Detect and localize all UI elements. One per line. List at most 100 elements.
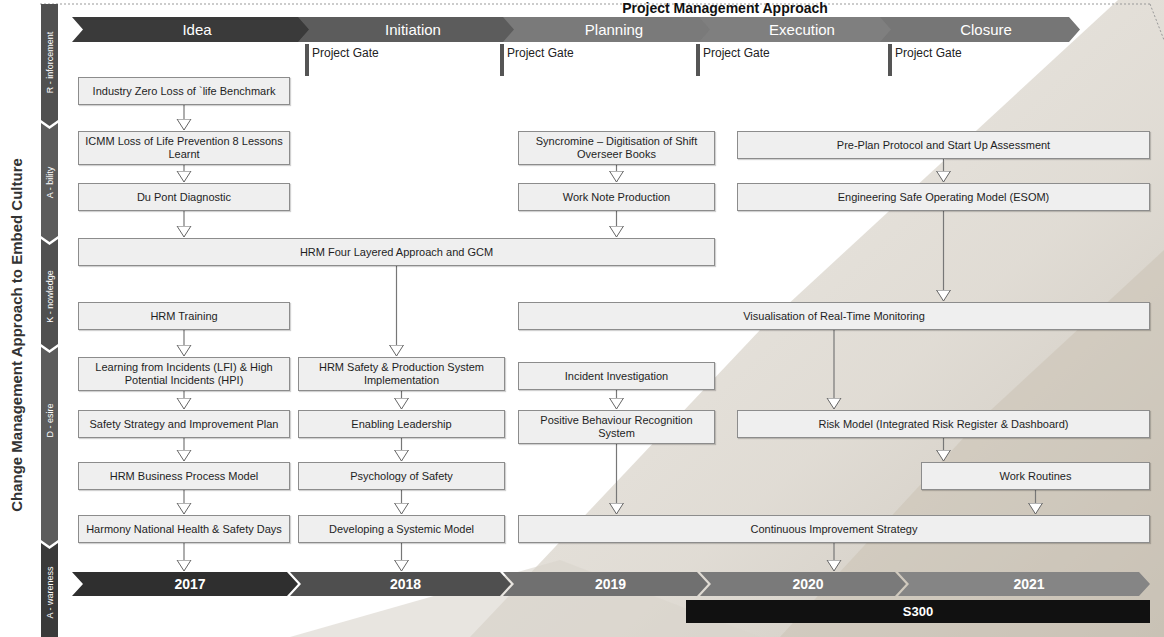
process-box: Learning from Incidents (LFI) & High Pot… xyxy=(78,357,290,391)
flow-arrow xyxy=(183,543,184,571)
node-text: Enabling Leadership xyxy=(351,418,451,431)
flow-arrow xyxy=(401,438,402,461)
flow-arrow xyxy=(401,543,402,571)
process-box: Incident Investigation xyxy=(518,362,715,390)
adkar-segment xyxy=(41,347,58,546)
gate-bar xyxy=(888,44,892,76)
node-text: 2020 xyxy=(792,576,823,592)
node-text: Execution xyxy=(769,21,835,38)
phase-chevron: Closure xyxy=(880,17,1080,42)
node-text: 2019 xyxy=(595,576,626,592)
year-chevron: 2018 xyxy=(290,572,511,596)
landscape-road xyxy=(290,560,760,637)
flow-arrow xyxy=(183,165,184,182)
adkar-label: A - bility xyxy=(44,132,55,232)
flow-arrow xyxy=(943,438,944,461)
process-box: Visualisation of Real-Time Monitoring xyxy=(518,302,1150,330)
node-text: Work Routines xyxy=(1000,470,1072,483)
node-text: 2017 xyxy=(174,576,205,592)
process-box: HRM Safety & Production System Implement… xyxy=(298,357,505,391)
gate-label: Project Gate xyxy=(312,46,379,60)
process-box: Industry Zero Loss of `life Benchmark xyxy=(78,77,290,105)
flow-arrow xyxy=(183,490,184,514)
node-text: HRM Training xyxy=(150,310,217,323)
flow-arrow xyxy=(943,159,944,182)
node-text: Closure xyxy=(960,21,1012,38)
flow-arrow xyxy=(401,490,402,514)
node-text: HRM Business Process Model xyxy=(110,470,259,483)
node-text: HRM Four Layered Approach and GCM xyxy=(300,246,493,259)
phase-chevron: Execution xyxy=(699,17,893,42)
flow-arrow xyxy=(183,330,184,356)
year-chevron: 2019 xyxy=(503,572,708,596)
node-text: Idea xyxy=(182,21,211,38)
diagram-title: Project Management Approach xyxy=(560,0,890,16)
flow-arrow xyxy=(616,390,617,409)
node-text: Incident Investigation xyxy=(565,370,668,383)
phase-chevron-fill xyxy=(699,17,893,42)
flow-arrow xyxy=(833,330,834,409)
gate-bar xyxy=(696,44,700,76)
phase-chevron-fill xyxy=(503,17,713,42)
node-text: Industry Zero Loss of `life Benchmark xyxy=(93,85,276,98)
year-chevron: 2021 xyxy=(898,572,1150,596)
axis-title: Change Management Approach to Embed Cult… xyxy=(8,75,26,595)
process-box: Positive Behaviour Recognition System xyxy=(518,410,715,444)
node-text: 2021 xyxy=(1013,576,1044,592)
process-box: Enabling Leadership xyxy=(298,410,505,438)
process-box: Harmony National Health & Safety Days xyxy=(78,515,290,543)
adkar-label: R - inforcement xyxy=(44,12,55,112)
node-text: Work Note Production xyxy=(563,191,670,204)
gate-label: Project Gate xyxy=(703,46,770,60)
adkar-segment xyxy=(41,239,58,350)
process-box: Safety Strategy and Improvement Plan xyxy=(78,410,290,438)
flow-arrow xyxy=(943,211,944,301)
node-text: S300 xyxy=(903,604,933,619)
process-box: Du Pont Diagnostic xyxy=(78,183,290,211)
phase-chevron-fill xyxy=(298,17,516,42)
node-text: Syncromine – Digitisation of Shift Overs… xyxy=(525,135,708,160)
process-box: Work Note Production xyxy=(518,183,715,211)
node-text: Engineering Safe Operating Model (ESOM) xyxy=(838,191,1050,204)
adkar-label: K - nowledge xyxy=(44,246,55,346)
node-text: Risk Model (Integrated Risk Register & D… xyxy=(818,418,1068,431)
gate-bar xyxy=(500,44,504,76)
process-box: Risk Model (Integrated Risk Register & D… xyxy=(737,410,1150,438)
process-box: Continuous Improvement Strategy xyxy=(518,515,1150,543)
flow-arrow xyxy=(396,266,397,356)
flow-arrow xyxy=(183,438,184,461)
node-text: ICMM Loss of Life Prevention 8 Lessons L… xyxy=(85,135,283,160)
phase-chevron-fill xyxy=(880,17,1080,42)
flow-arrow xyxy=(616,165,617,182)
process-box: HRM Business Process Model xyxy=(78,462,290,490)
flow-arrow xyxy=(183,211,184,237)
phase-chevron-fill xyxy=(72,17,310,42)
year-chevron: 2020 xyxy=(700,572,906,596)
year-chevron-fill xyxy=(700,572,906,596)
node-text: Safety Strategy and Improvement Plan xyxy=(90,418,279,431)
node-text: Continuous Improvement Strategy xyxy=(751,523,918,536)
node-text: Planning xyxy=(585,21,643,38)
process-box: Work Routines xyxy=(921,462,1150,490)
node-text: Psychology of Safety xyxy=(350,470,453,483)
process-box: HRM Training xyxy=(78,302,290,330)
node-text: Pre-Plan Protocol and Start Up Assessmen… xyxy=(837,139,1050,152)
node-text: 2018 xyxy=(390,576,421,592)
flow-arrow xyxy=(183,391,184,409)
node-text: Learning from Incidents (LFI) & High Pot… xyxy=(85,361,283,386)
node-text: HRM Safety & Production System Implement… xyxy=(305,361,498,386)
phase-chevron: Initiation xyxy=(298,17,516,42)
dotted-border xyxy=(1150,4,1164,40)
gate-bar xyxy=(305,44,309,76)
landscape-photo xyxy=(470,0,1164,637)
flow-arrow xyxy=(833,543,834,571)
adkar-label: D - esire xyxy=(44,370,55,470)
flow-arrow xyxy=(401,391,402,409)
process-box: ICMM Loss of Life Prevention 8 Lessons L… xyxy=(78,131,290,165)
year-chevron-fill xyxy=(898,572,1150,596)
year-chevron-fill xyxy=(503,572,708,596)
node-text: Du Pont Diagnostic xyxy=(137,191,231,204)
phase-chevron: Idea xyxy=(72,17,310,42)
node-text: Initiation xyxy=(385,21,441,38)
node-text: Positive Behaviour Recognition System xyxy=(525,414,708,439)
